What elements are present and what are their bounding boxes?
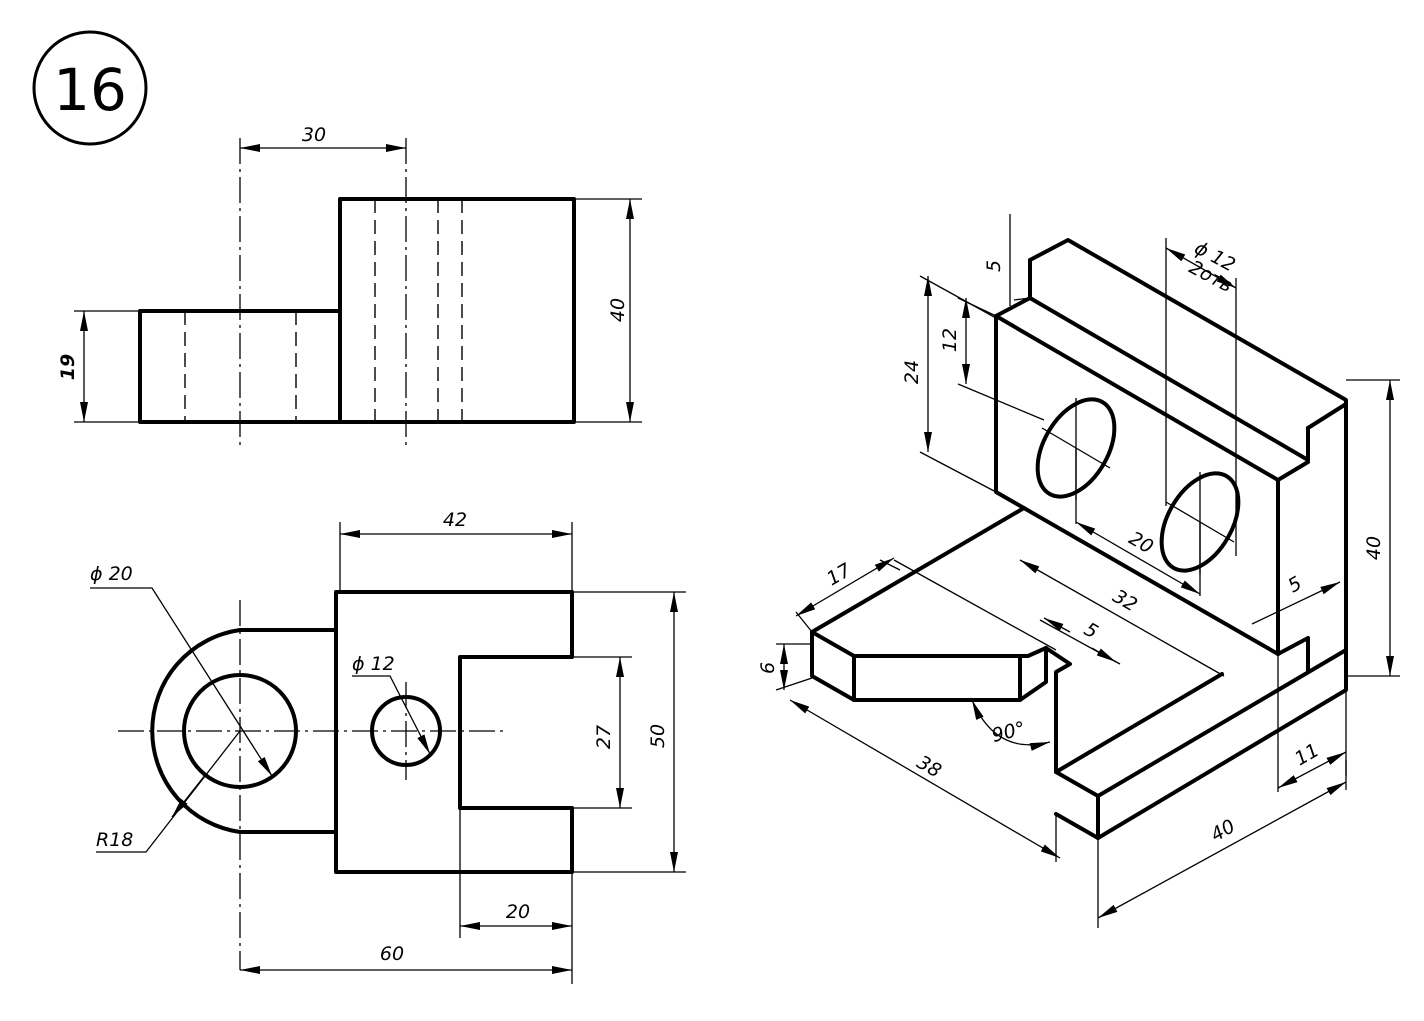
sheet-number: 16 [53,56,127,124]
iso-ext-line [957,383,1045,421]
iso-dim-40-base: 40 [1207,815,1239,846]
iso-dim-32: 32 [1109,585,1141,616]
sheet-number-circle [32,30,148,146]
iso-dim-17: 17 [823,559,855,590]
iso-outer-outline [1028,238,1348,840]
iso-ext-line [919,275,997,319]
iso-dim-phi12-line [1165,247,1237,289]
top-dim-50: 50 [647,724,669,748]
top-dim-phi12: ϕ 12 [352,653,395,675]
iso-dim-5-notch: 5 [1080,618,1101,643]
iso-base-top-edge [1096,648,1348,798]
top-dim-r18: R18 [96,829,133,851]
top-dim-phi20: ϕ 20 [90,563,133,585]
iso-dim-12: 12 [939,328,961,352]
top-dim-20: 20 [506,901,530,923]
iso-ext-line [893,559,1057,651]
iso-notch-outline [1044,646,1224,774]
iso-dim-5-wall: 5 [1284,572,1305,597]
front-dim-40: 40 [607,298,629,322]
iso-ext-line [1013,297,1031,301]
top-lug-outline [150,628,338,834]
top-leader-phi20 [90,587,273,777]
iso-dim-40-base-line [1097,781,1347,919]
top-dim-42: 42 [443,509,467,531]
iso-dim-5-wall-line [1251,581,1341,625]
sheet-number-badge: 16 [32,30,148,146]
top-leader-phi12 [352,675,431,755]
iso-ext-line [919,451,997,493]
top-leader-r18 [96,730,241,853]
iso-dim-38-line [789,699,1061,859]
iso-ext-line [775,677,813,691]
iso-arm-top-edge [810,630,1048,658]
iso-dim-5-notch-arrow [1043,617,1071,633]
front-dim-30: 30 [302,124,326,146]
iso-front-plate-top-left [994,296,1032,318]
iso-dim-20-line [1075,521,1201,595]
iso-dim-24: 24 [901,360,923,384]
iso-dim-40-height: 40 [1363,536,1385,560]
iso-dim-38: 38 [913,751,945,782]
iso-dim-5-top: 5 [983,260,1005,272]
iso-corner-notch [1276,636,1310,674]
iso-front-plate-top [994,314,1280,482]
iso-dim-angle: 90° [990,717,1028,746]
iso-dim-11: 11 [1291,739,1323,770]
isometric-view: 5 ϕ 12 2отв 12 24 40 20 5 17 32 [757,214,1400,928]
iso-dim-6: 6 [757,662,779,674]
front-right-block [338,197,576,424]
top-dim-60: 60 [380,943,404,965]
iso-dim-5-notch-arrow [1091,647,1117,663]
top-view: 42 ϕ 20 ϕ 12 R18 27 50 20 60 [90,509,686,984]
iso-front-plate-edge [1276,460,1310,482]
iso-arm-outline [810,506,1048,702]
iso-dim-17-line [795,557,895,617]
front-dim-19: 19 [57,354,79,380]
iso-top-step-top [1306,402,1348,430]
top-dim-27: 27 [593,725,615,749]
iso-dim-32-line [1019,559,1225,677]
front-view: 30 19 40 [57,124,642,450]
top-leader-r18-arrow [171,773,207,818]
